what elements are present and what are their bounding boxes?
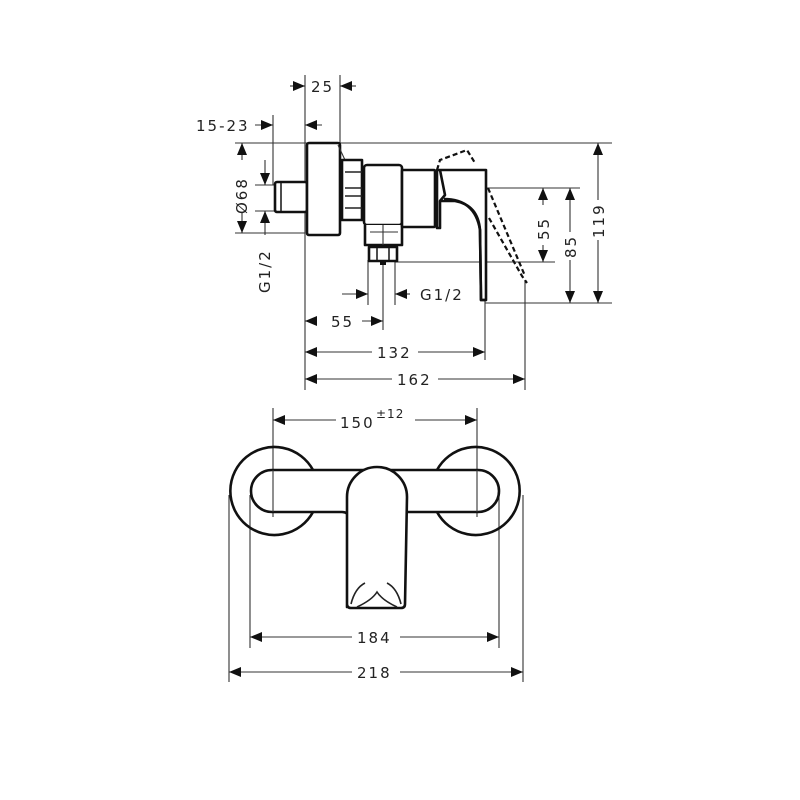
- dim-85: 85: [562, 235, 580, 258]
- mixer-front-body: [229, 445, 521, 610]
- extension-lines: [235, 75, 612, 390]
- dim-diameter-68: Ø68: [233, 177, 251, 214]
- front-view: 150 ±12 184 218: [228, 407, 524, 682]
- side-view-labels: 25 15-23 Ø68 G1/2 G1/2 55 132 162 55 85 …: [196, 78, 608, 389]
- side-view: 25 15-23 Ø68 G1/2 G1/2 55 132 162 55 85 …: [196, 75, 612, 390]
- dim-55-horizontal: 55: [331, 313, 354, 331]
- dim-25: 25: [311, 78, 334, 96]
- front-view-labels: 150 ±12 184 218: [340, 407, 404, 682]
- dim-15-23: 15-23: [196, 117, 250, 135]
- dim-218: 218: [357, 664, 392, 682]
- dim-55-vertical: 55: [535, 217, 553, 240]
- dim-132: 132: [377, 344, 412, 362]
- dim-150-tolerance: ±12: [376, 407, 404, 421]
- dim-150: 150: [340, 414, 375, 432]
- dim-119: 119: [590, 203, 608, 238]
- dim-g12-inlet: G1/2: [256, 249, 274, 293]
- dim-g12-outlet: G1/2: [420, 286, 464, 304]
- dim-184: 184: [357, 629, 392, 647]
- dimension-lines: [237, 81, 603, 384]
- front-dimension-lines: [229, 415, 523, 677]
- dim-162: 162: [397, 371, 432, 389]
- mixer-side-body: [273, 141, 528, 302]
